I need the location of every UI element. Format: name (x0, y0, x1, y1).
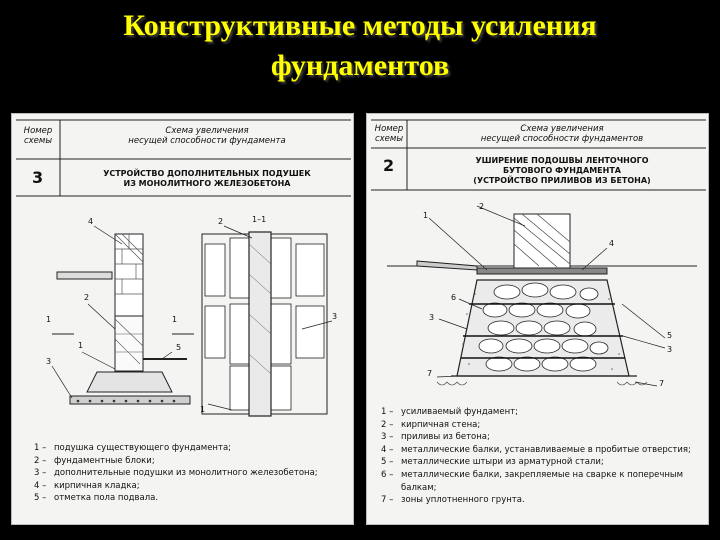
legend-item-text: подушка существующего фундамента; (54, 443, 232, 453)
callout-1: 1 (423, 211, 428, 220)
legend-item-number: 2 – (34, 455, 47, 466)
scheme-2-cross-section (387, 205, 697, 387)
callout-3-section: 3 (332, 312, 337, 321)
legend-item: 5 – отметка пола подвала. (34, 492, 352, 505)
callout-1: 1 (78, 341, 83, 350)
scheme-2-panel: 2 1 4 6 3 5 3 7 7 Номер схемы Схема увел… (366, 113, 709, 525)
legend-item-text: металлические балки, устанавливаемые в п… (401, 444, 691, 455)
legend-item: 5 – металлические штыри из арматурной ста… (381, 456, 703, 469)
callout-3: 3 (46, 357, 51, 366)
legend-item: 4 – кирпичная кладка; (34, 480, 352, 493)
legend-item-text: кирпичная кладка; (54, 480, 140, 491)
header-scheme-number: Номер схемы (374, 124, 404, 144)
header-scheme-description: Схема увеличения несущей способности фун… (480, 124, 644, 144)
legend-item: 1 – усиливаемый фундамент; (381, 406, 703, 419)
legend-item: 3 – приливы из бетона; (381, 431, 703, 444)
callout-6: 6 (451, 293, 456, 302)
callout-2: 2 (479, 202, 484, 211)
scheme-3-section-1-1 (201, 225, 333, 417)
legend-item-text: металлические балки, закрепляемые на сва… (401, 469, 684, 493)
callout-1-right: 1 (172, 315, 177, 324)
legend-item-number: 1 – (34, 443, 47, 453)
legend-item-number: 4 – (34, 480, 47, 491)
legend-item-text: отметка пола подвала. (54, 493, 159, 504)
scheme-3-drawing: 4 2 1 1 5 1 3 2 3 1 1–1 (16, 119, 351, 417)
legend-item-number: 3 – (34, 468, 47, 479)
callout-1-section: 1 (200, 405, 205, 414)
legend-item: 2 – фундаментные блоки; (34, 455, 352, 468)
scheme-number: 2 (383, 156, 395, 175)
legend-item-text: металлические штыри из арматурной стали; (401, 457, 604, 468)
legend-item-text: кирпичная стена; (401, 419, 481, 430)
callout-7-left: 7 (427, 369, 432, 378)
callout-5: 5 (176, 343, 181, 352)
scheme-3-panel: 4 2 1 1 5 1 3 2 3 1 1–1 Номер схемы Схем… (11, 113, 354, 525)
legend-item-text: дополнительные подушки из монолитного же… (54, 468, 318, 479)
legend-item-text: усиливаемый фундамент; (401, 407, 518, 417)
callout-2: 2 (84, 293, 89, 302)
header-scheme-description: Схема увеличения несущей способности фун… (128, 126, 286, 146)
legend-item: 7 – зоны уплотненного грунта. (381, 494, 703, 507)
scheme-title: УСТРОЙСТВО ДОПОЛНИТЕЛЬНЫХ ПОДУШЕК ИЗ МОН… (103, 169, 311, 188)
slide-title-line2: фундаментов (270, 49, 450, 82)
legend-item-number: 4 – (381, 444, 394, 455)
callout-2-section: 2 (218, 217, 223, 226)
scheme-3-elevation (51, 225, 194, 405)
legend-item: 6 – металлические балки, закрепляемые на … (381, 469, 703, 494)
legend-item-number: 3 – (381, 432, 394, 443)
callout-3-left: 3 (429, 313, 434, 322)
callout-1-left: 1 (46, 315, 51, 324)
legend-item-number: 5 – (381, 457, 394, 468)
scheme-title: УШИРЕНИЕ ПОДОШВЫ ЛЕНТОЧНОГО БУТОВОГО ФУН… (473, 156, 651, 185)
callout-7-right: 7 (659, 379, 664, 388)
legend-item-number: 1 – (381, 407, 394, 417)
slide-title: Конструктивные методы усиления фундамент… (0, 6, 720, 86)
scheme-2-drawing: 2 1 4 6 3 5 3 7 7 (371, 119, 706, 388)
slide-title-line1: Конструктивные методы усиления (123, 9, 597, 42)
section-label: 1–1 (252, 215, 266, 224)
legend-item-text: фундаментные блоки; (54, 455, 155, 466)
legend-item: 3 – дополнительные подушки из монолитного… (34, 467, 352, 480)
scheme-2-legend: 1 – усиливаемый фундамент; 2 – кирпичная ст… (381, 406, 703, 507)
legend-item: 1 – подушка существующего фундамента; (34, 442, 352, 455)
callout-5: 5 (667, 331, 672, 340)
scheme-3-legend: 1 – подушка существующего фундамента; 2 – ф… (34, 442, 352, 505)
callout-4: 4 (88, 217, 93, 226)
legend-item-number: 7 – (381, 495, 394, 506)
callout-3-right: 3 (667, 345, 672, 354)
legend-item-number: 6 – (381, 469, 394, 480)
scheme-number: 3 (32, 168, 44, 187)
legend-item: 4 – металлические балки, устанавливаемые … (381, 444, 703, 457)
header-scheme-number: Номер схемы (23, 126, 53, 146)
callout-4: 4 (609, 239, 614, 248)
legend-item-text: приливы из бетона; (401, 432, 490, 443)
legend-item: 2 – кирпичная стена; (381, 419, 703, 432)
legend-item-text: зоны уплотненного грунта. (401, 495, 525, 506)
legend-item-number: 2 – (381, 419, 394, 430)
legend-item-number: 5 – (34, 493, 47, 504)
